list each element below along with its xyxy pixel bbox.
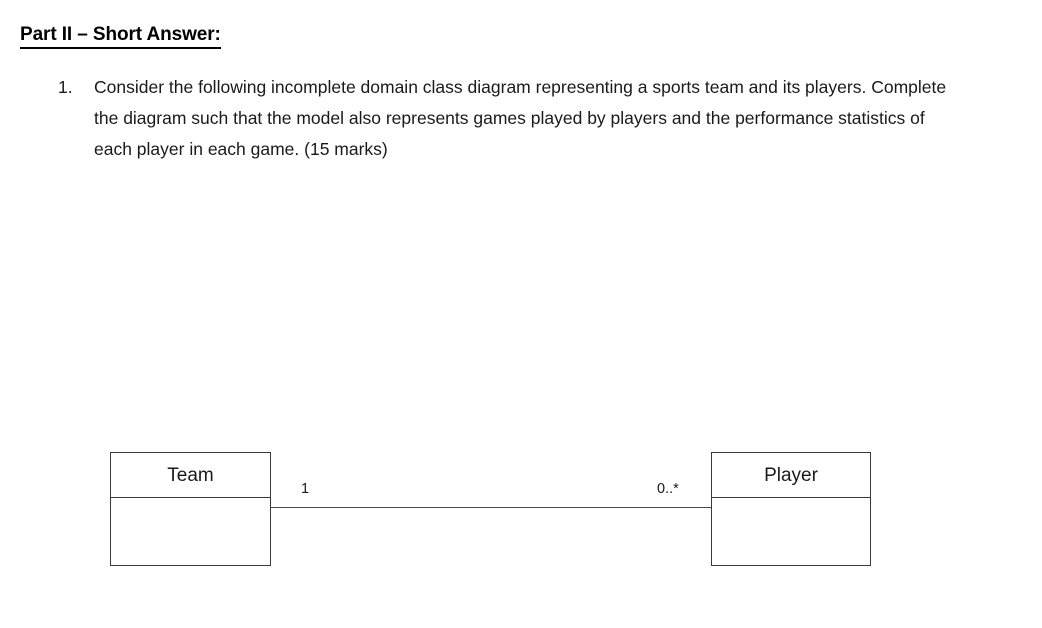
uml-class-player-name: Player	[712, 453, 870, 498]
question-list: 1. Consider the following incomplete dom…	[58, 72, 978, 165]
question-number: 1.	[58, 77, 73, 97]
uml-class-team[interactable]: Team	[110, 452, 271, 566]
question-item-1: 1. Consider the following incomplete dom…	[58, 72, 978, 165]
uml-class-player-attributes	[712, 498, 870, 565]
uml-multiplicity-team-end: 1	[301, 481, 310, 497]
uml-association-team-player[interactable]	[271, 507, 711, 508]
page-section-heading: Part II – Short Answer:	[20, 24, 221, 49]
uml-class-player[interactable]: Player	[711, 452, 871, 566]
uml-class-team-attributes	[111, 498, 270, 565]
uml-multiplicity-player-end: 0..*	[657, 481, 679, 497]
question-text: Consider the following incomplete domain…	[94, 77, 947, 159]
uml-class-team-name: Team	[111, 453, 270, 498]
